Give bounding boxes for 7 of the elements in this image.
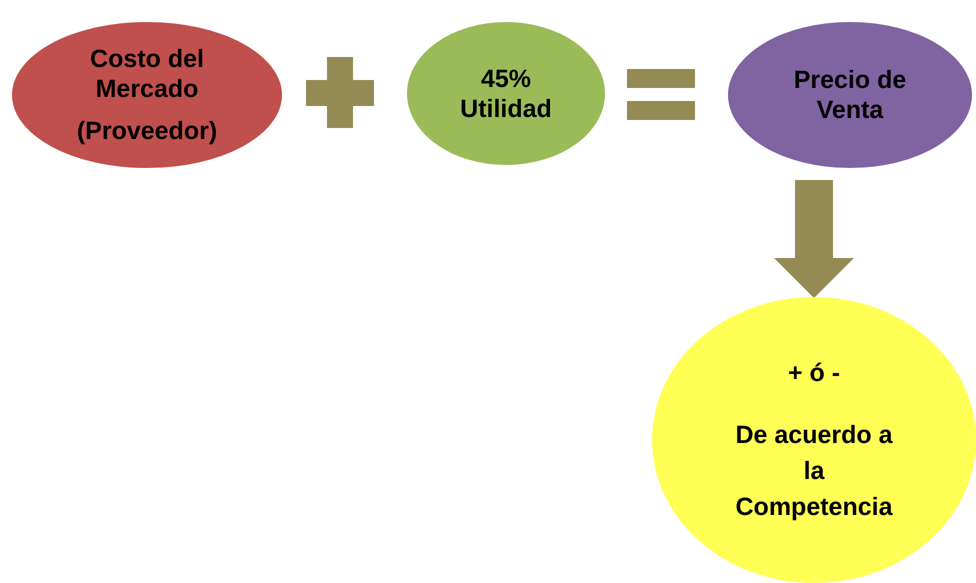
node-text: De acuerdo a la Competencia <box>734 420 894 523</box>
arrow <box>774 180 854 298</box>
node-text: Precio de Venta <box>792 65 908 125</box>
node-text: + ó - <box>788 358 840 389</box>
node-text: 45% Utilidad <box>459 64 553 124</box>
node-text: Costo del Mercado <box>89 44 205 104</box>
node-text: (Proveedor) <box>76 116 218 146</box>
